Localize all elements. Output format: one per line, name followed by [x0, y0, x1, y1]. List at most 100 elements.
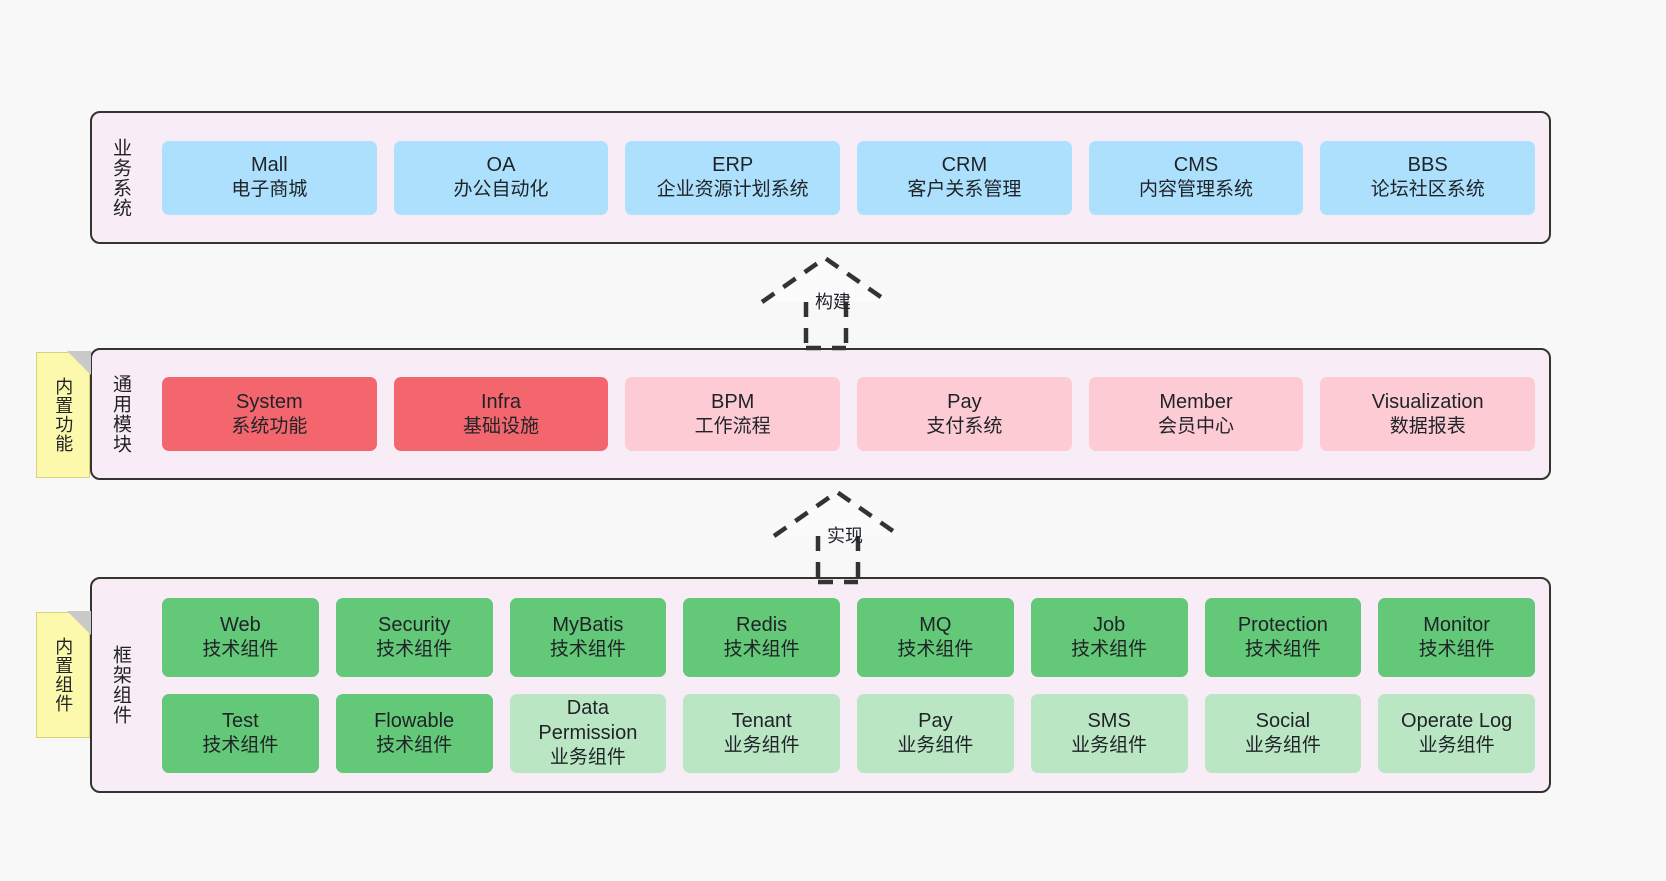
layer-body-common: System 系统功能 Infra 基础设施 BPM 工作流程 Pay 支付系统… — [148, 350, 1549, 478]
node-erp[interactable]: ERP 企业资源计划系统 — [625, 140, 841, 215]
node-mybatis[interactable]: MyBatis 技术组件 — [509, 597, 667, 677]
arrowhead-open-dashed — [772, 489, 902, 538]
node-title: Monitor — [1423, 613, 1490, 636]
node-security[interactable]: Security 技术组件 — [335, 597, 493, 677]
layer-title-common: 通用模块 — [110, 374, 132, 454]
node-subtitle: 技术组件 — [202, 638, 279, 660]
node-subtitle: 技术组件 — [1244, 638, 1321, 660]
node-title: Security — [378, 613, 451, 636]
connector-implement: 实现 — [772, 486, 932, 585]
node-title: CRM — [941, 154, 988, 177]
node-title: Operate Log — [1401, 709, 1513, 732]
node-sms[interactable]: SMS 业务组件 — [1030, 693, 1188, 773]
node-member[interactable]: Member 会员中心 — [1088, 377, 1304, 451]
node-infra[interactable]: Infra 基础设施 — [393, 377, 609, 451]
node-subtitle: 业务组件 — [723, 734, 800, 756]
layer-row: Mall 电子商城 OA 办公自动化 ERP 企业资源计划系统 CRM 客户关系… — [162, 140, 1536, 215]
node-subtitle: 业务组件 — [1244, 734, 1321, 756]
node-mall[interactable]: Mall 电子商城 — [162, 140, 377, 215]
node-bpm[interactable]: BPM 工作流程 — [625, 377, 841, 451]
node-title: SMS — [1087, 709, 1131, 732]
node-pay-biz[interactable]: Pay 业务组件 — [857, 693, 1014, 773]
layer-title-business: 业务系统 — [110, 137, 132, 218]
node-title: Test — [222, 709, 259, 732]
layer-title-frame: 框架组件 — [110, 645, 132, 725]
node-crm[interactable]: CRM 客户关系管理 — [857, 140, 1072, 215]
layer-body-frame: Web 技术组件 Security 技术组件 MyBatis 技术组件 Redi… — [148, 579, 1549, 791]
node-protection[interactable]: Protection 技术组件 — [1204, 597, 1362, 677]
layer-body-business: Mall 电子商城 OA 办公自动化 ERP 企业资源计划系统 CRM 客户关系… — [148, 113, 1549, 242]
node-subtitle: 业务组件 — [1071, 734, 1148, 756]
node-title: Infra — [480, 390, 522, 413]
node-title: Tenant — [731, 709, 792, 732]
node-pay[interactable]: Pay 支付系统 — [857, 377, 1072, 451]
node-title: Data Permission — [538, 697, 638, 745]
node-subtitle: 系统功能 — [231, 415, 308, 437]
connector-label-build: 构建 — [815, 292, 851, 312]
node-test[interactable]: Test 技术组件 — [162, 693, 319, 773]
node-data-permission[interactable]: Data Permission 业务组件 — [509, 693, 667, 773]
node-operate-log[interactable]: Operate Log 业务组件 — [1378, 693, 1535, 773]
layer-common-modules: 通用模块 System 系统功能 Infra 基础设施 BPM 工作流程 Pay… — [90, 348, 1551, 480]
node-subtitle: 数据报表 — [1389, 415, 1466, 437]
node-social[interactable]: Social 业务组件 — [1204, 693, 1362, 773]
node-title: Mall — [251, 154, 288, 177]
node-subtitle: 技术组件 — [897, 638, 974, 660]
node-tenant[interactable]: Tenant 业务组件 — [683, 693, 840, 773]
node-oa[interactable]: OA 办公自动化 — [393, 140, 609, 215]
node-title: Job — [1093, 613, 1126, 636]
node-subtitle: 电子商城 — [231, 179, 308, 201]
node-subtitle: 办公自动化 — [453, 179, 549, 201]
layer-row: Test 技术组件 Flowable 技术组件 Data Permission … — [162, 693, 1535, 773]
node-title: Flowable — [374, 709, 455, 732]
node-subtitle: 工作流程 — [694, 415, 771, 437]
layer-framework-components: 框架组件 Web 技术组件 Security 技术组件 MyBatis 技术组件… — [90, 577, 1551, 793]
node-system[interactable]: System 系统功能 — [162, 377, 377, 451]
node-title: Protection — [1237, 613, 1328, 636]
node-title: BPM — [711, 390, 755, 413]
node-subtitle: 业务组件 — [1418, 734, 1495, 756]
node-subtitle: 技术组件 — [1071, 638, 1148, 660]
node-web[interactable]: Web 技术组件 — [162, 597, 319, 677]
node-subtitle: 基础设施 — [463, 415, 540, 437]
node-title: Pay — [947, 390, 982, 413]
node-subtitle: 技术组件 — [549, 638, 626, 660]
node-subtitle: 业务组件 — [549, 747, 626, 769]
node-redis[interactable]: Redis 技术组件 — [683, 597, 840, 677]
node-subtitle: 技术组件 — [1418, 638, 1495, 660]
node-title: Redis — [736, 613, 788, 636]
layer-row: System 系统功能 Infra 基础设施 BPM 工作流程 Pay 支付系统… — [162, 377, 1536, 451]
node-cms[interactable]: CMS 内容管理系统 — [1088, 140, 1304, 215]
node-monitor[interactable]: Monitor 技术组件 — [1378, 597, 1535, 677]
node-title: ERP — [712, 154, 754, 177]
node-visualization[interactable]: Visualization 数据报表 — [1320, 377, 1536, 451]
node-job[interactable]: Job 技术组件 — [1030, 597, 1188, 677]
node-title: Social — [1255, 709, 1311, 732]
node-title: BBS — [1407, 154, 1448, 177]
node-flowable[interactable]: Flowable 技术组件 — [335, 693, 493, 773]
layer-business-systems: 业务系统 Mall 电子商城 OA 办公自动化 ERP 企业资源计划系统 CRM… — [90, 111, 1551, 244]
node-title: Member — [1159, 390, 1233, 413]
node-subtitle: 技术组件 — [723, 638, 800, 660]
node-subtitle: 客户关系管理 — [907, 179, 1022, 201]
arrow-shaft-dashed — [815, 536, 861, 585]
node-subtitle: 支付系统 — [926, 415, 1003, 437]
node-title: OA — [486, 154, 516, 177]
node-title: Pay — [918, 709, 953, 732]
connector-build: 构建 — [760, 252, 920, 351]
node-title: MQ — [919, 613, 952, 636]
node-subtitle: 企业资源计划系统 — [656, 179, 809, 201]
node-subtitle: 会员中心 — [1158, 415, 1235, 437]
node-mq[interactable]: MQ 技术组件 — [857, 597, 1014, 677]
node-title: CMS — [1173, 154, 1219, 177]
connector-label-implement: 实现 — [827, 526, 863, 546]
note-builtin-components: 内置组件 — [36, 611, 91, 738]
note-builtin-features: 内置功能 — [36, 351, 91, 478]
node-title: System — [235, 390, 303, 413]
node-bbs[interactable]: BBS 论坛社区系统 — [1320, 140, 1536, 215]
node-subtitle: 技术组件 — [376, 734, 453, 756]
node-subtitle: 技术组件 — [202, 734, 279, 756]
node-subtitle: 技术组件 — [376, 638, 453, 660]
node-title: Web — [219, 613, 261, 636]
